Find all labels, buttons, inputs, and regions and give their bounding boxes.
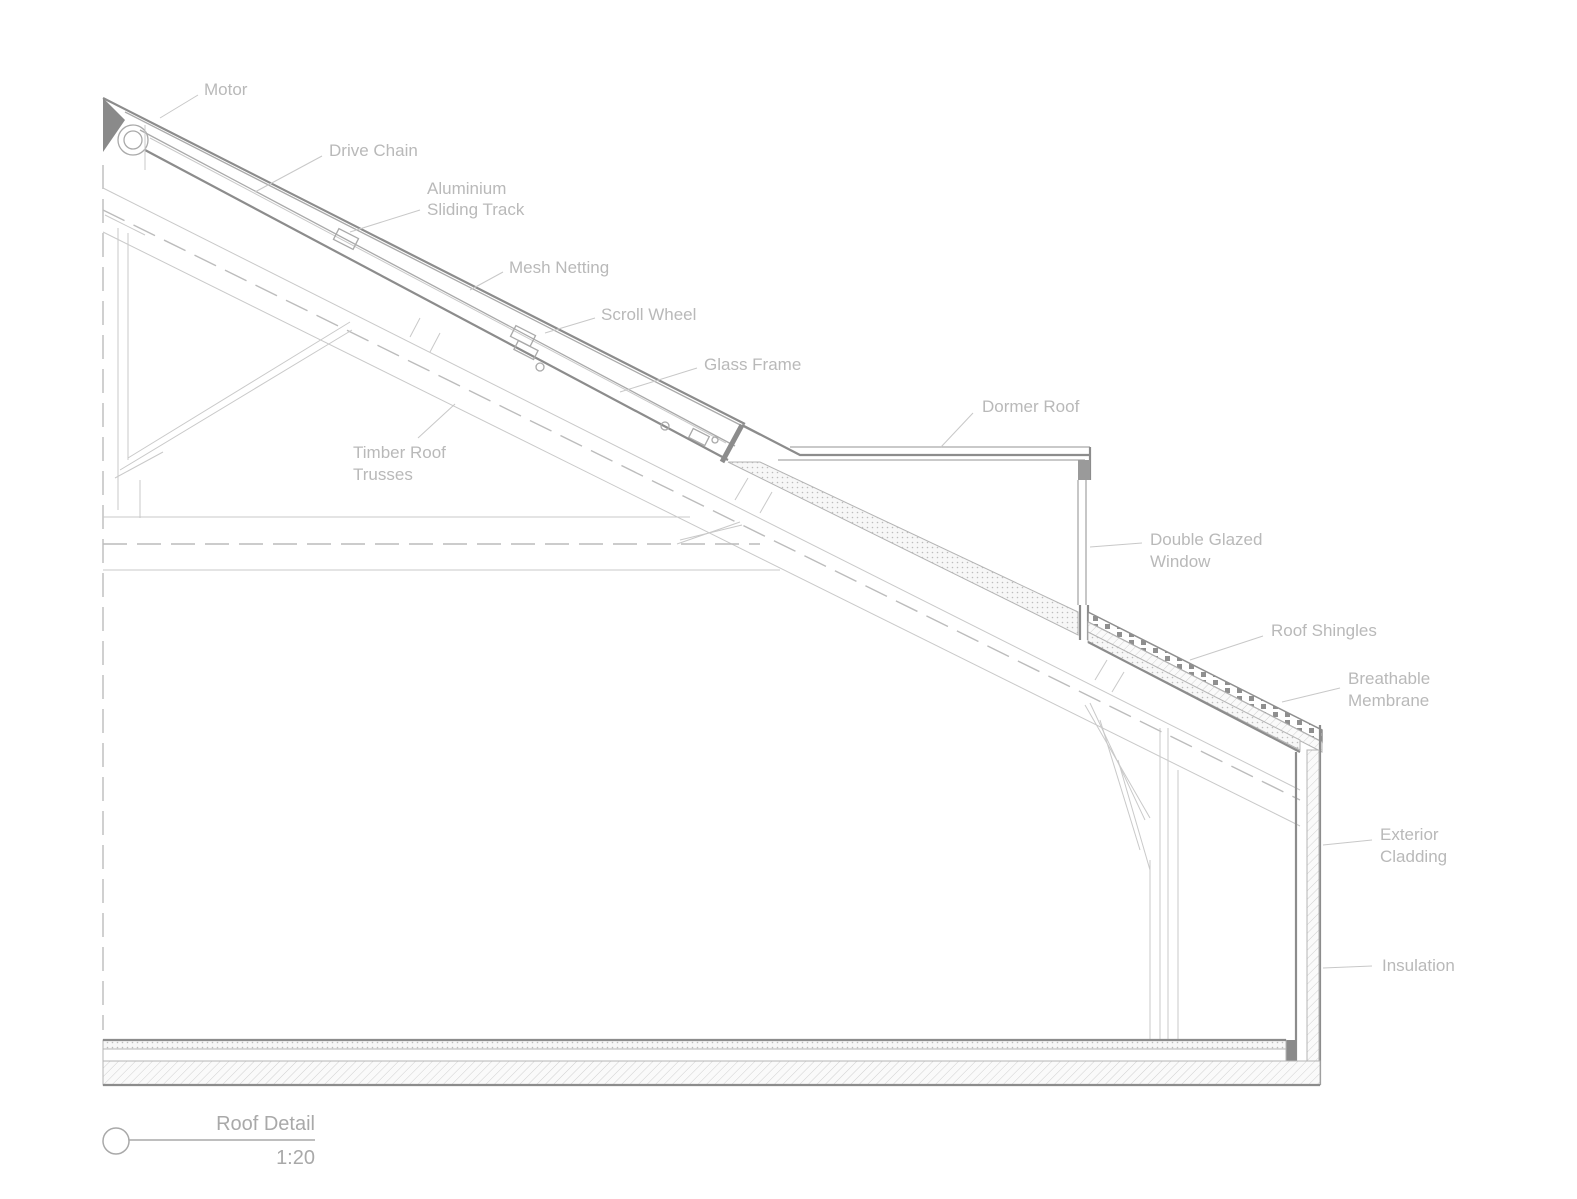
skylight-assembly — [102, 97, 761, 464]
label-window: Window — [1150, 552, 1211, 571]
labels: Motor Drive Chain Aluminium Sliding Trac… — [204, 80, 1455, 975]
leader-lines — [159, 94, 1373, 969]
dormer-roof-buildup — [727, 461, 1079, 636]
label-trusses: Trusses — [353, 465, 413, 484]
label-membrane: Membrane — [1348, 691, 1429, 710]
label-breathable: Breathable — [1348, 669, 1430, 688]
label-timber-roof: Timber Roof — [353, 443, 446, 462]
label-double-glazed: Double Glazed — [1150, 530, 1262, 549]
label-drive-chain: Drive Chain — [329, 141, 418, 160]
label-scroll-wheel: Scroll Wheel — [601, 305, 696, 324]
label-insulation: Insulation — [1382, 956, 1455, 975]
label-sliding-track: Sliding Track — [427, 200, 525, 219]
roof-shingles — [1087, 610, 1323, 753]
label-motor: Motor — [204, 80, 248, 99]
title-marker-circle — [102, 1127, 130, 1155]
title-block: Roof Detail 1:20 — [102, 1113, 315, 1169]
floor-slab — [102, 1038, 1321, 1087]
label-aluminium: Aluminium — [427, 179, 506, 198]
lower-truss-members — [1084, 702, 1179, 1040]
label-cladding: Cladding — [1380, 847, 1447, 866]
drawing-scale: 1:20 — [276, 1147, 315, 1169]
label-mesh-netting: Mesh Netting — [509, 258, 609, 277]
label-roof-shingles: Roof Shingles — [1271, 621, 1377, 640]
label-glass-frame: Glass Frame — [704, 355, 801, 374]
main-rafter — [102, 187, 1301, 827]
drawing-title: Roof Detail — [216, 1113, 315, 1135]
label-exterior: Exterior — [1380, 825, 1439, 844]
exterior-wall — [1284, 725, 1322, 1086]
label-dormer-roof: Dormer Roof — [982, 397, 1080, 416]
timber-roof-truss — [103, 214, 780, 571]
